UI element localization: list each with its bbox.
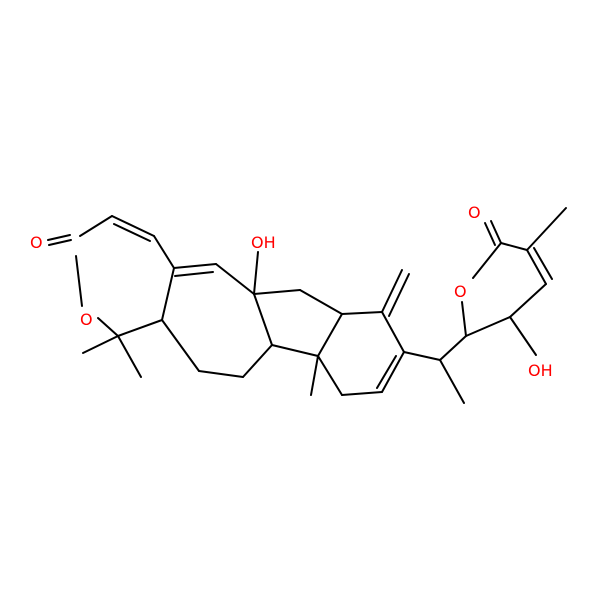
bond: [533, 247, 553, 280]
bond: [161, 267, 175, 321]
bond: [82, 335, 119, 354]
bond: [242, 344, 273, 378]
bond: [253, 289, 301, 295]
bond: [509, 283, 547, 318]
bond: [253, 251, 259, 295]
bond: [47, 234, 71, 241]
bond: [472, 242, 502, 279]
bond: [174, 271, 214, 277]
bond: [388, 273, 410, 317]
bond-lines: [47, 207, 567, 404]
oxygen-label-ring: O: [80, 310, 93, 329]
bond: [381, 269, 403, 313]
bond: [461, 301, 467, 337]
bond: [117, 319, 163, 337]
bond: [526, 207, 567, 251]
bond: [198, 370, 244, 378]
bond: [173, 263, 217, 269]
bond: [153, 235, 175, 269]
bond: [484, 222, 496, 246]
bond: [341, 391, 383, 396]
bond: [215, 263, 255, 295]
bond: [111, 215, 155, 237]
bond: [465, 316, 511, 337]
bond: [381, 351, 405, 393]
bond: [439, 335, 467, 361]
oxygen-label-lactone-carbonyl: O: [468, 203, 481, 222]
oxygen-label-ketone: O: [30, 233, 43, 252]
hydroxyl-label-center: OH: [251, 233, 276, 252]
bond: [310, 355, 319, 396]
bond: [117, 335, 142, 378]
bond: [317, 313, 343, 357]
bond: [341, 311, 383, 315]
bond: [299, 289, 343, 315]
bond: [75, 255, 83, 307]
bond: [161, 319, 200, 372]
oxygen-label-lactone-ring: O: [454, 282, 467, 301]
bond: [509, 316, 537, 356]
bond: [381, 311, 405, 353]
hydroxyl-label-right: OH: [528, 361, 553, 380]
bond: [271, 344, 319, 357]
bond: [376, 355, 397, 389]
bond: [526, 249, 547, 285]
bond: [439, 359, 465, 404]
bond: [253, 293, 273, 346]
atom-labels: O O OH O O OH: [30, 203, 553, 380]
bond: [403, 351, 441, 361]
bond: [317, 355, 343, 396]
bond: [79, 215, 113, 237]
bond: [490, 220, 502, 244]
bond: [113, 223, 151, 242]
bond: [97, 317, 119, 337]
bond: [500, 242, 528, 251]
bond: [48, 239, 72, 246]
